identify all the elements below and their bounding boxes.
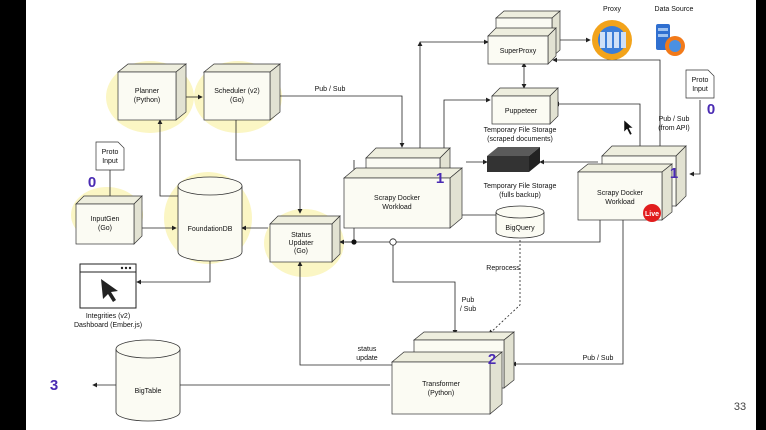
proto-input-right-doc: Proto Input	[685, 69, 715, 99]
dashboard-window-icon	[79, 263, 137, 309]
scrapy-left-label-1: Scrapy Docker	[374, 195, 421, 202]
data-source-label: Data Source	[655, 6, 694, 13]
marker-zero-right: 0	[707, 101, 715, 118]
reprocess-label: Reprocess	[486, 265, 520, 272]
status-update-label-2: update	[356, 355, 378, 362]
pubsub-api-label-1: Pub / Sub	[659, 116, 690, 123]
bigquery-label: BigQuery	[505, 225, 535, 232]
data-source-icon	[656, 24, 685, 56]
node-foundationdb: FoundationDB	[177, 176, 243, 262]
node-planner: Planner (Python)	[117, 63, 187, 121]
node-superproxy: SuperProxy	[487, 10, 561, 65]
planner-label-1: Planner	[135, 88, 160, 95]
scheduler-label-2: (Go)	[230, 97, 244, 104]
inputgen-label-1: InputGen	[91, 216, 120, 223]
node-status-updater: Status Updater (Go)	[269, 215, 341, 263]
dashboard-label-1: Integrities (v2)	[86, 313, 130, 320]
pubsub-mid-label-1: Pub	[462, 297, 475, 304]
proto-input-left-doc: Proto Input	[95, 141, 125, 171]
pubsub-mid-label-2: / Sub	[460, 306, 476, 313]
junction-ring	[389, 238, 397, 246]
node-transformer: Transformer (Python)	[391, 331, 515, 415]
node-scrapy-left: Scrapy Docker Workload	[343, 167, 463, 229]
proxy-icon	[592, 20, 632, 60]
temp-storage-top-label-2: (scraped documents)	[487, 136, 553, 143]
pubsub-right-label: Pub / Sub	[583, 355, 614, 362]
status-updater-label-3: (Go)	[294, 248, 308, 255]
node-inputgen: InputGen (Go)	[75, 195, 143, 245]
bigtable-label: BigTable	[135, 388, 162, 395]
proxy-label: Proxy	[603, 6, 621, 13]
pubsub-api-label-2: (from API)	[658, 125, 690, 132]
live-badge	[643, 204, 661, 222]
scrapy-right-label-2: Workload	[605, 199, 635, 206]
reprocess-dashed-line	[488, 228, 521, 335]
live-badge-label: Live	[645, 211, 659, 218]
page-number: 33	[734, 401, 746, 413]
superproxy-label: SuperProxy	[500, 48, 537, 55]
temp-storage-icon	[487, 147, 540, 172]
puppeteer-label: Puppeteer	[505, 108, 538, 115]
marker-two: 2	[488, 351, 496, 368]
junction-dot	[351, 239, 357, 245]
scrapy-right-label-1: Scrapy Docker	[597, 190, 644, 197]
temp-storage-top-label-1: Temporary File Storage	[484, 127, 557, 134]
status-update-label-1: status	[358, 346, 377, 353]
transformer-label-2: (Python)	[428, 390, 454, 397]
foundationdb-label: FoundationDB	[188, 226, 233, 233]
dashboard-label-2: Dashboard (Ember.js)	[74, 322, 142, 329]
proto-input-left-label-1: Proto	[102, 149, 119, 156]
inputgen-label-2: (Go)	[98, 225, 112, 232]
node-scheduler: Scheduler (v2) (Go)	[203, 63, 281, 121]
node-puppeteer: Puppeteer	[491, 87, 559, 125]
mouse-cursor-icon	[623, 119, 634, 136]
marker-one-right: 1	[670, 165, 678, 182]
status-updater-label-2: Updater	[289, 240, 315, 247]
proto-input-right-label-1: Proto	[692, 77, 709, 84]
scrapy-left-label-2: Workload	[382, 204, 412, 211]
planner-label-2: (Python)	[134, 97, 160, 104]
marker-three: 3	[50, 377, 58, 394]
proto-input-right-label-2: Input	[692, 86, 708, 93]
temp-storage-bottom-label-2: (fulls backup)	[499, 192, 541, 199]
node-bigquery: BigQuery	[495, 205, 545, 239]
temp-storage-bottom-label-1: Temporary File Storage	[484, 183, 557, 190]
marker-one-left: 1	[436, 170, 444, 187]
pubsub-top-label: Pub / Sub	[315, 86, 346, 93]
node-bigtable: BigTable	[115, 339, 181, 422]
proto-input-left-label-2: Input	[102, 158, 118, 165]
marker-zero-left: 0	[88, 174, 96, 191]
status-updater-label-1: Status	[291, 232, 311, 239]
scheduler-label-1: Scheduler (v2)	[214, 88, 260, 95]
transformer-label-1: Transformer	[422, 381, 461, 388]
